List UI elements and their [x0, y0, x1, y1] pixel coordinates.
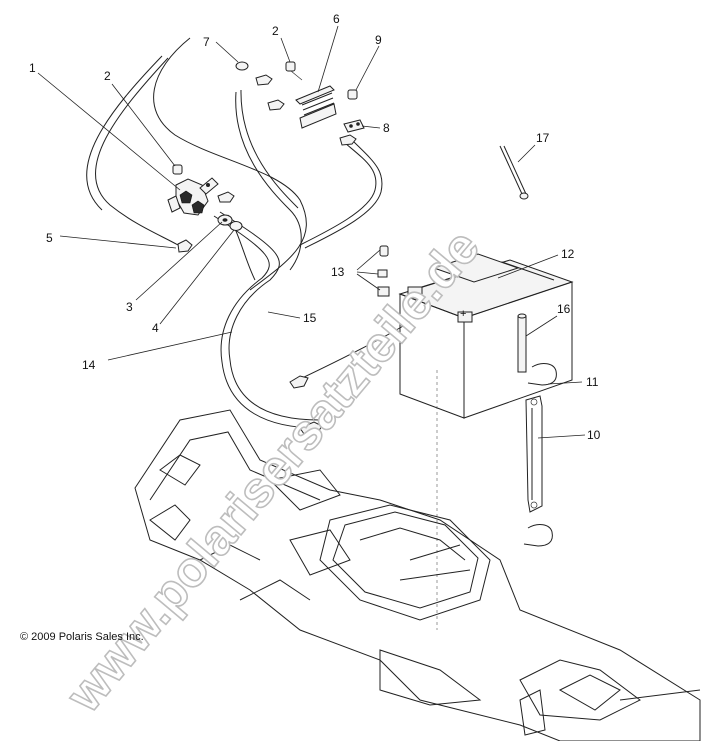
terminal-5 — [177, 239, 193, 253]
callout-8: 8 — [383, 121, 390, 135]
bolt-9 — [347, 89, 358, 100]
callout-15: 15 — [303, 311, 317, 325]
callout-1: 1 — [29, 61, 36, 75]
callout-labels: 1 2 2 3 4 5 6 7 8 9 10 11 12 13 14 15 16… — [29, 12, 601, 442]
battery-12: + — [289, 245, 574, 435]
terminal-block-6 — [295, 85, 337, 129]
callout-17: 17 — [536, 131, 550, 145]
callout-2-top: 2 — [272, 24, 279, 38]
callout-13: 13 — [331, 265, 345, 279]
callout-12: 12 — [561, 247, 575, 261]
callout-6: 6 — [333, 12, 340, 26]
nut-4 — [229, 221, 243, 231]
main-cables — [86, 37, 383, 429]
callout-11: 11 — [586, 375, 599, 389]
callout-14: 14 — [82, 358, 96, 372]
bolt-2-top — [285, 61, 296, 72]
callout-5: 5 — [46, 231, 53, 245]
bracket-8 — [343, 119, 365, 133]
copyright-text: © 2009 Polaris Sales Inc. — [20, 631, 144, 643]
callout-3: 3 — [126, 300, 133, 314]
chassis-frame — [134, 409, 701, 741]
leader-lines — [37, 25, 586, 439]
callout-16: 16 — [557, 302, 571, 316]
top-hardware — [235, 61, 365, 146]
hold-down-parts — [499, 145, 557, 547]
callout-2-left: 2 — [104, 69, 111, 83]
washer-7 — [235, 61, 249, 71]
callout-10: 10 — [587, 428, 601, 442]
svg-text:+: + — [460, 308, 466, 320]
callout-4: 4 — [152, 321, 159, 335]
relay-assembly-1 — [167, 164, 219, 216]
watermark: www.polarisersatzteile.de — [55, 219, 490, 723]
callout-9: 9 — [375, 33, 382, 47]
callout-7: 7 — [203, 35, 210, 49]
